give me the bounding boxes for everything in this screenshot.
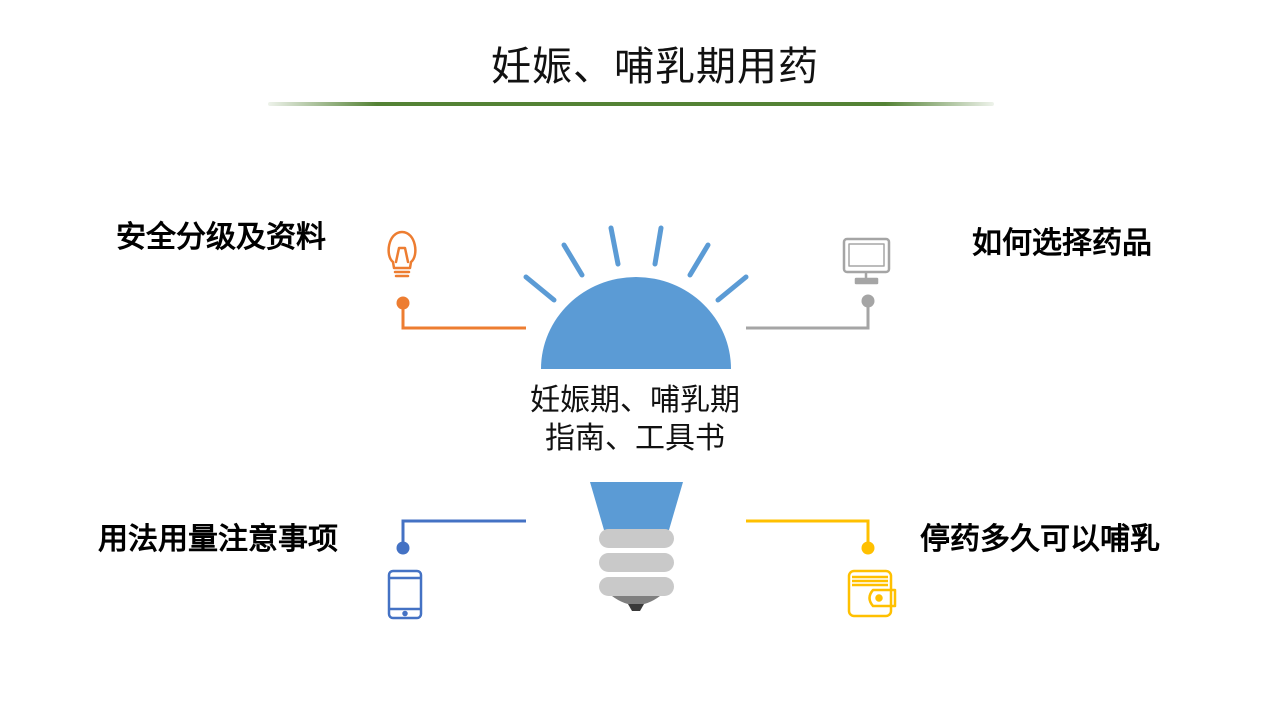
branch-label-drug-selection: 如何选择药品 <box>972 226 1152 261</box>
bulb-tip <box>612 596 660 605</box>
branch-label-breastfeeding-wait: 停药多久可以哺乳 <box>920 522 1160 557</box>
ray <box>652 225 664 267</box>
connector-top-right <box>746 294 875 330</box>
light-rays <box>523 225 749 303</box>
connector-bottom-right <box>746 519 875 555</box>
connector-dot <box>861 541 875 555</box>
slide-title: 妊娠、哺乳期用药 <box>491 44 819 90</box>
ray <box>561 242 585 278</box>
bulb-center-text: 妊娠期、哺乳期 指南、工具书 <box>500 382 770 458</box>
branch-label-safety-grading: 安全分级及资料 <box>116 220 326 255</box>
phone-icon <box>387 569 423 620</box>
branch-label-dosage-notes: 用法用量注意事项 <box>98 522 338 557</box>
connector-top-left <box>396 296 526 330</box>
ray <box>715 274 749 303</box>
monitor-icon <box>842 237 891 285</box>
connector-bottom-left <box>396 519 526 555</box>
ray <box>687 242 711 278</box>
bulb-neck <box>590 482 683 530</box>
base-ring <box>599 577 674 596</box>
lightbulb-icon <box>387 230 417 278</box>
bulb-tip-cap <box>628 604 644 611</box>
bulb-base <box>599 529 674 596</box>
connector-dot <box>396 296 410 310</box>
wallet-icon <box>847 569 897 618</box>
ray <box>523 274 557 303</box>
base-ring <box>599 529 674 548</box>
connector-dot <box>861 294 875 308</box>
bulb-dome <box>541 277 731 369</box>
ray <box>608 225 621 267</box>
title-underline <box>268 102 994 106</box>
center-text-line-1: 妊娠期、哺乳期 <box>530 383 740 418</box>
base-ring <box>599 553 674 572</box>
center-text-line-2: 指南、工具书 <box>545 421 725 456</box>
connector-dot <box>396 541 410 555</box>
